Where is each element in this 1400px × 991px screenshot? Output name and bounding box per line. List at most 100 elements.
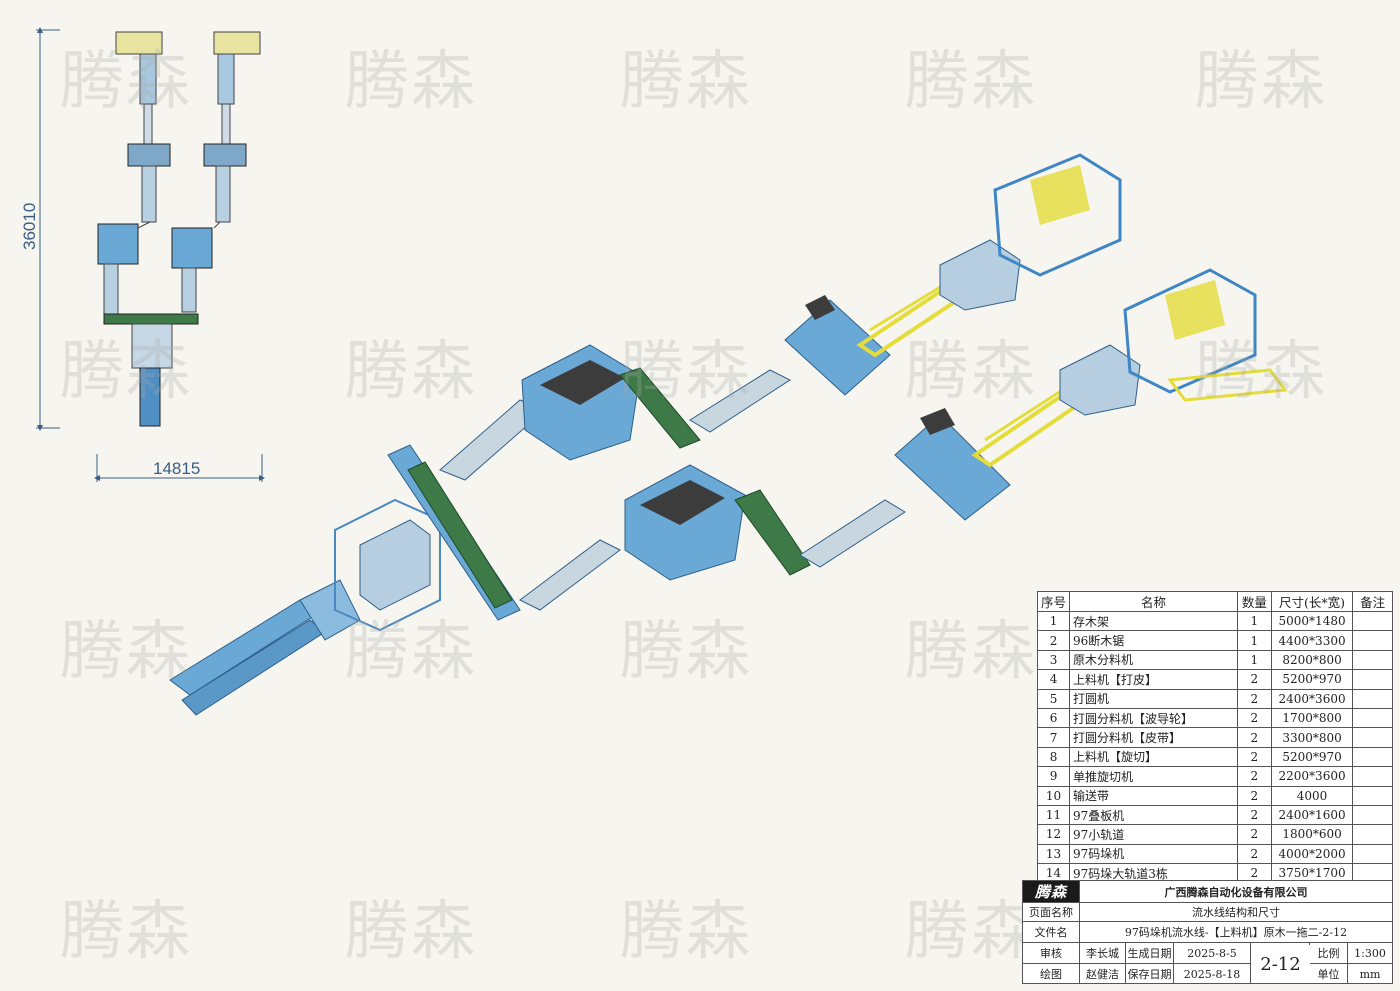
unit-label: 单位 <box>1310 964 1348 984</box>
plan-view <box>36 27 265 482</box>
cell-size: 1800*600 <box>1270 824 1354 845</box>
cell-name: 打圆机 <box>1069 688 1238 709</box>
cell-qty: 2 <box>1236 804 1272 826</box>
cell-seq: 3 <box>1036 649 1071 671</box>
cell-remark <box>1352 630 1393 651</box>
cell-qty: 2 <box>1236 707 1272 729</box>
cell-name: 单推旋切机 <box>1069 766 1238 787</box>
cell-remark <box>1352 707 1393 729</box>
created-label: 生成日期 <box>1126 943 1174 963</box>
title-block-company-row: 腾森 广西腾森自动化设备有限公司 <box>1023 881 1392 903</box>
cell-qty: 2 <box>1236 766 1272 787</box>
header-qty: 数量 <box>1236 591 1272 612</box>
cell-name: 原木分料机 <box>1069 649 1238 671</box>
header-size: 尺寸(长*宽) <box>1270 591 1354 612</box>
cell-size: 4000*2000 <box>1270 843 1354 865</box>
cell-remark <box>1352 804 1393 826</box>
scale-label: 比例 <box>1310 943 1348 963</box>
header-remark: 备注 <box>1352 591 1393 612</box>
cell-seq: 12 <box>1036 824 1071 845</box>
cell-name: 输送带 <box>1069 785 1238 806</box>
cell-seq: 8 <box>1036 746 1071 768</box>
review-label: 审核 <box>1023 943 1080 963</box>
company-logo: 腾森 <box>1023 881 1080 902</box>
saved-date: 2025-8-18 <box>1174 964 1251 984</box>
cell-qty: 2 <box>1236 843 1272 865</box>
cell-size: 3750*1700 <box>1270 863 1354 884</box>
cell-size: 2400*3600 <box>1270 688 1354 709</box>
isometric-view <box>169 153 1288 716</box>
saved-label: 保存日期 <box>1126 964 1174 984</box>
width-dimension-label: 14815 <box>153 459 201 478</box>
cell-qty: 1 <box>1236 630 1272 651</box>
drafter: 赵健洁 <box>1080 964 1126 984</box>
title-block: 腾森 广西腾森自动化设备有限公司 页面名称 流水线结构和尺寸 文件名 97码垛机… <box>1022 880 1393 984</box>
cell-seq: 2 <box>1036 630 1071 651</box>
title-block-page-row: 页面名称 流水线结构和尺寸 <box>1023 903 1392 922</box>
cell-remark <box>1352 843 1393 865</box>
header-name: 名称 <box>1069 591 1238 612</box>
cell-seq: 11 <box>1036 804 1071 826</box>
cell-size: 1700*800 <box>1270 707 1354 729</box>
height-dimension-label: 36010 <box>20 202 39 250</box>
page-name: 流水线结构和尺寸 <box>1192 906 1280 919</box>
cell-name: 97码垛大轨道3栋 <box>1069 863 1238 884</box>
title-block-review-row: 审核 李长城 生成日期 2025-8-5 比例 1:300 <box>1023 943 1392 964</box>
cell-size: 3300*800 <box>1270 727 1354 748</box>
reviewer: 李长城 <box>1080 943 1126 963</box>
cell-remark <box>1352 766 1393 787</box>
cell-name: 上料机【打皮】 <box>1069 669 1238 690</box>
cell-seq: 6 <box>1036 707 1071 729</box>
cell-remark <box>1352 610 1393 632</box>
cell-qty: 2 <box>1236 727 1272 748</box>
cell-name: 96断木锯 <box>1069 630 1238 651</box>
page-name-label: 页面名称 <box>1023 903 1080 921</box>
cell-seq: 7 <box>1036 727 1071 748</box>
unit-value: mm <box>1359 967 1381 981</box>
title-block-drawing-row: 绘图 赵健洁 保存日期 2025-8-18 单位 mm <box>1023 964 1392 984</box>
cell-qty: 2 <box>1236 688 1272 709</box>
cell-qty: 2 <box>1236 785 1272 806</box>
drawing-number: 2-12 <box>1251 945 1310 983</box>
cell-size: 4000 <box>1270 785 1354 806</box>
cell-size: 5200*970 <box>1270 669 1354 690</box>
cell-size: 4400*3300 <box>1270 630 1354 651</box>
cell-size: 8200*800 <box>1270 649 1354 671</box>
cell-name: 97叠板机 <box>1069 804 1238 826</box>
scale-value: 1:300 <box>1354 946 1386 960</box>
cell-name: 上料机【旋切】 <box>1069 746 1238 768</box>
file-name: 97码垛机流水线-【上料机】原木一拖二-2-12 <box>1124 926 1348 939</box>
header-seq: 序号 <box>1036 591 1071 612</box>
cell-size: 5000*1480 <box>1270 610 1354 632</box>
cell-qty: 1 <box>1236 649 1272 671</box>
cell-qty: 2 <box>1236 669 1272 690</box>
created-date: 2025-8-5 <box>1174 943 1251 963</box>
cell-seq: 13 <box>1036 843 1071 865</box>
cell-name: 97码垛机 <box>1069 843 1238 865</box>
cell-name: 存木架 <box>1069 610 1238 632</box>
drawing-label: 绘图 <box>1023 964 1080 984</box>
parts-table-header: 序号 名称 数量 尺寸(长*宽) 备注 <box>1036 591 1393 612</box>
file-name-label: 文件名 <box>1023 922 1080 942</box>
cell-seq: 1 <box>1036 610 1071 632</box>
cell-name: 97小轨道 <box>1069 824 1238 845</box>
cell-remark <box>1352 669 1393 690</box>
cell-qty: 2 <box>1236 824 1272 845</box>
cell-name: 打圆分料机【波导轮】 <box>1069 707 1238 729</box>
